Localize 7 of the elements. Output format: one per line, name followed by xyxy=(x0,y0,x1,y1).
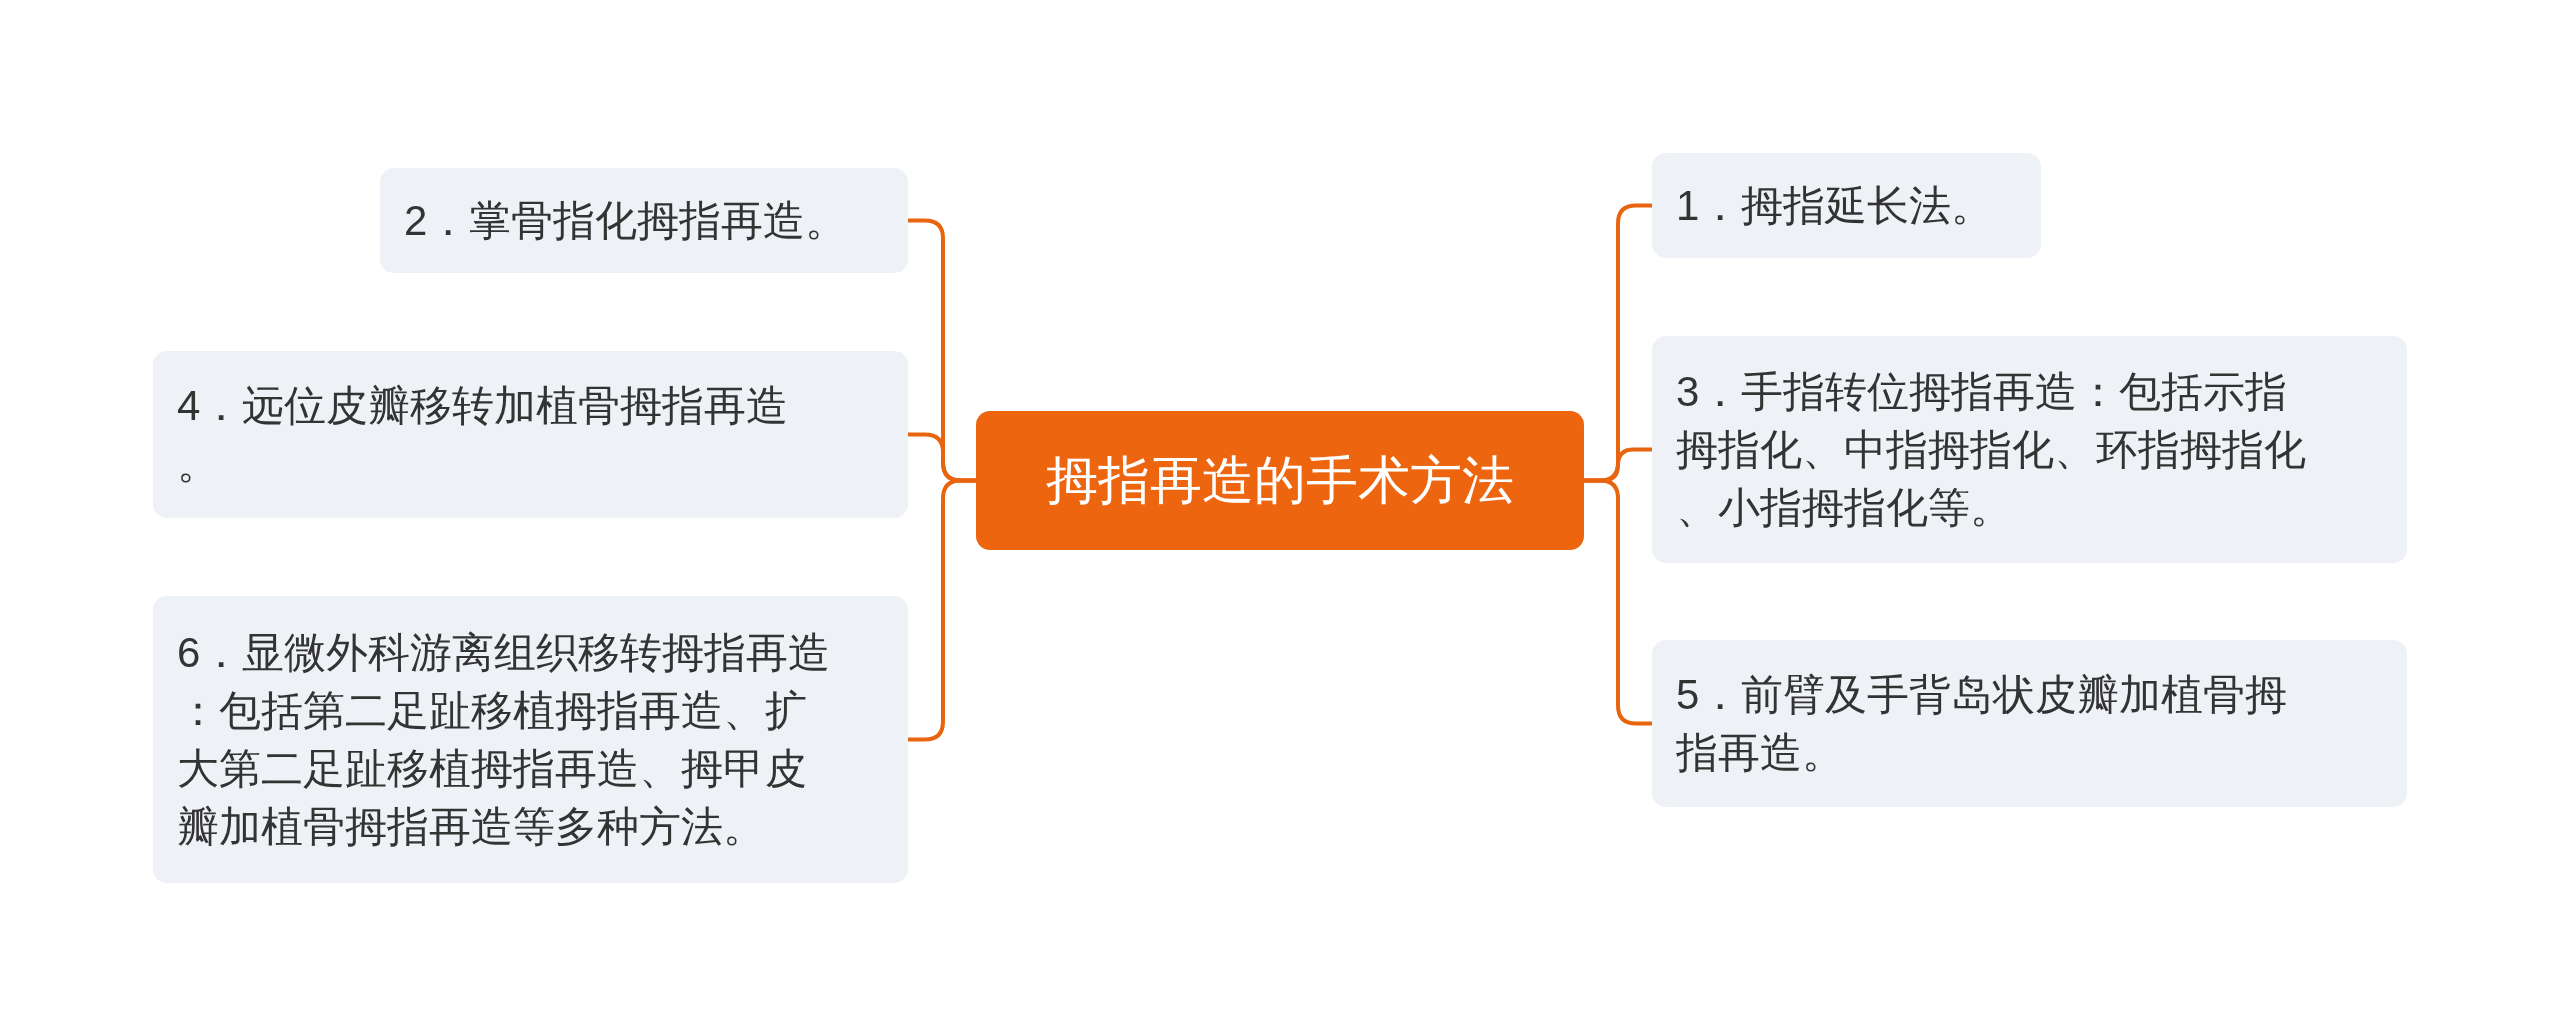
subtopic-box: 4．远位皮瓣移转加植骨拇指再造。 xyxy=(153,351,908,518)
subtopic-box: 3．手指转位拇指再造：包括示指拇指化、中指拇指化、环指拇指化、小指拇指化等。 xyxy=(1652,336,2407,563)
subtopic-box: 1．拇指延长法。 xyxy=(1652,153,2041,258)
subtopic-box: 5．前臂及手背岛状皮瓣加植骨拇指再造。 xyxy=(1652,640,2407,807)
topic-box: 拇指再造的手术方法 xyxy=(976,411,1584,550)
subtopic-box: 2．掌骨指化拇指再造。 xyxy=(380,168,908,273)
subtopic-box: 6．显微外科游离组织移转拇指再造：包括第二足趾移植拇指再造、扩大第二足趾移植拇指再造、拇甲皮瓣加植骨拇指再造等多种方法。 xyxy=(153,596,908,883)
